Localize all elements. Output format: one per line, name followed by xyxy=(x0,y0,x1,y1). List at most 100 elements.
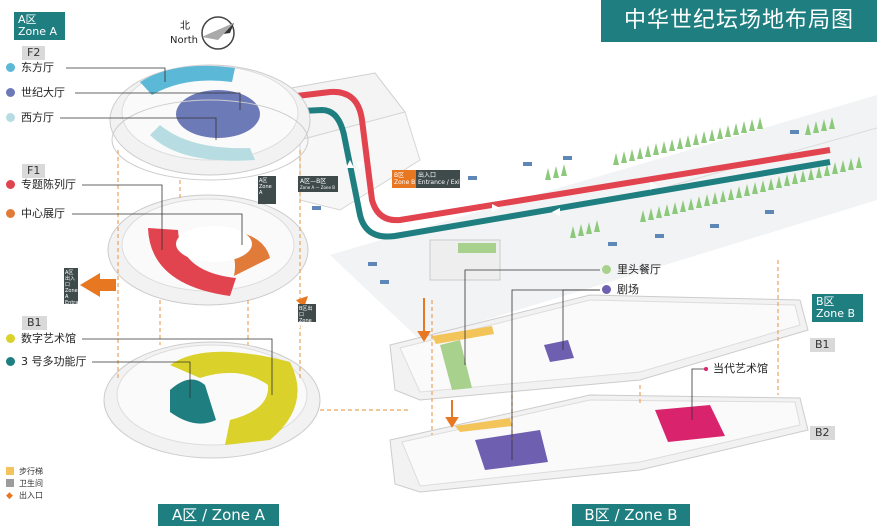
sign-ab-link-text: A区—B区 Zone A — Zone B xyxy=(300,178,335,190)
legend-multi-hall[interactable]: 3 号多功能厅 xyxy=(6,355,87,369)
tree-row-lower xyxy=(570,156,862,238)
legend-east-hall-label: 东方厅 xyxy=(21,61,54,74)
route-teal xyxy=(281,106,831,240)
legend-west-hall[interactable]: 西方厅 xyxy=(6,111,54,125)
key-restroom: 卫生间 xyxy=(6,478,43,490)
map-key: 步行梯 卫生间 ◆ 出入口 xyxy=(6,466,43,502)
key-entrance-label: 出入口 xyxy=(19,491,43,500)
zone-b-lift xyxy=(417,298,459,428)
stairs-b2 xyxy=(455,418,512,432)
digital-art-dot-icon xyxy=(6,334,15,343)
entrance-arrow-icon: ◆ xyxy=(6,491,13,501)
key-stairs-label: 步行梯 xyxy=(19,467,43,476)
sign-b-entrance xyxy=(416,170,460,188)
legend-restaurant-label: 里头餐厅 xyxy=(617,263,661,276)
sign-a-side-text: A区 Zone A xyxy=(259,178,276,196)
sign-b-zone-text: B区 Zone B xyxy=(394,172,415,186)
floor-f2-tag: F2 xyxy=(22,46,46,60)
restroom-square-icon xyxy=(6,479,14,487)
legend-theatre[interactable]: 剧场 xyxy=(602,283,639,297)
exhibition-hall-shape xyxy=(148,228,236,296)
key-restroom-label: 卫生间 xyxy=(19,479,43,488)
car-icons xyxy=(312,130,799,284)
legend-century-hall[interactable]: 世纪大厅 xyxy=(6,86,65,100)
digital-art-shape xyxy=(170,351,298,445)
zone-a-b1-building xyxy=(103,341,321,459)
legend-contemporary-art-label: 当代艺术馆 xyxy=(713,362,768,375)
sign-a-side-cn: A区 xyxy=(259,178,268,184)
compass-icon xyxy=(201,16,235,50)
west-hall-dot-icon xyxy=(6,113,15,122)
sign-b-entrance-en: Entrance / Exit xyxy=(418,179,463,186)
central-hall-dot-icon xyxy=(6,209,15,218)
sign-b-zone-en: Zone B xyxy=(394,179,416,186)
sign-b-zone-cn: B区 xyxy=(394,172,405,179)
zone-a-tag: A区 Zone A xyxy=(14,12,65,40)
compass-label-en: North xyxy=(170,35,198,46)
legend-exhibition-hall[interactable]: 专题陈列厅 xyxy=(6,178,76,192)
zone-a-f2-building xyxy=(109,64,311,181)
sign-b-entrance-text: 出入口 Entrance / Exit xyxy=(418,172,462,186)
legend-exhibition-hall-label: 专题陈列厅 xyxy=(21,178,76,191)
sign-b-entrance-cn: 出入口 xyxy=(418,172,437,179)
zone-a-f1-building xyxy=(107,194,309,306)
zone-a-footer: A区 / Zone A xyxy=(158,504,279,526)
east-hall-shape xyxy=(140,65,235,95)
route-red xyxy=(279,88,831,224)
exhibition-hall-dot-icon xyxy=(6,180,15,189)
sign-b-zone xyxy=(392,170,416,188)
stairs-square-icon xyxy=(6,467,14,475)
century-hall-dot-icon xyxy=(6,88,15,97)
restaurant-dot-icon xyxy=(602,265,611,274)
multi-hall-shape xyxy=(170,379,216,424)
floor-b1-tag: B1 xyxy=(22,316,47,330)
zone-a-tag-en: Zone A xyxy=(18,25,58,38)
east-hall-dot-icon xyxy=(6,63,15,72)
zone-b-footer: B区 / Zone B xyxy=(572,504,690,526)
sign-ab-link-cn: A区—B区 xyxy=(300,178,327,185)
legend-east-hall[interactable]: 东方厅 xyxy=(6,61,54,75)
legend-central-hall[interactable]: 中心展厅 xyxy=(6,207,65,221)
contemporary-art-marker xyxy=(704,367,708,371)
tree-row-top xyxy=(805,117,835,135)
legend-century-hall-label: 世纪大厅 xyxy=(21,86,65,99)
legend-multi-hall-label: 3 号多功能厅 xyxy=(21,355,87,368)
century-hall-shape xyxy=(176,90,260,138)
page-title: 中华世纪坛场地布局图 xyxy=(601,0,877,42)
multi-hall-dot-icon xyxy=(6,357,15,366)
compass-label-cn: 北 xyxy=(180,21,190,32)
legend-contemporary-art[interactable]: 当代艺术馆 xyxy=(713,362,768,376)
legend-digital-art-label: 数字艺术馆 xyxy=(21,332,76,345)
sign-ab-link-en: Zone A — Zone B xyxy=(300,185,335,190)
legend-digital-art[interactable]: 数字艺术馆 xyxy=(6,332,76,346)
legend-restaurant[interactable]: 里头餐厅 xyxy=(602,263,661,277)
theatre-dot-icon xyxy=(602,285,611,294)
tree-row-upper xyxy=(545,117,763,180)
theatre-b2-shape xyxy=(475,430,548,470)
sign-a-entrance-text: A区出入口 Zone A Entrance / Exit xyxy=(65,270,88,312)
sign-a-entrance-en: Zone A Entrance / Exit xyxy=(65,288,88,312)
contemporary-art-shape xyxy=(655,405,725,442)
zone-b-floor-b1-tag: B1 xyxy=(810,338,835,352)
restaurant-shape xyxy=(440,340,472,390)
zone-b-b1-building xyxy=(389,294,809,401)
west-hall-shape xyxy=(150,125,255,161)
stairs-b1 xyxy=(432,326,494,344)
sign-b-exit xyxy=(298,304,316,322)
zone-b-tag-cn: B区 xyxy=(816,295,835,308)
sign-b-exit-en: Zone B Exit xyxy=(299,318,314,330)
zone-b-tag-en: Zone B xyxy=(816,307,856,320)
legend-central-hall-label: 中心展厅 xyxy=(21,207,65,220)
sign-ab-link xyxy=(298,176,338,192)
legend-west-hall-label: 西方厅 xyxy=(21,111,54,124)
zone-b-tag: B区 Zone B xyxy=(812,294,863,322)
sign-a-entrance xyxy=(64,268,78,304)
zone-b-b2-building xyxy=(389,394,809,493)
theatre-b1-shape xyxy=(544,340,574,362)
key-entrance: ◆ 出入口 xyxy=(6,490,43,502)
floor-f1-tag: F1 xyxy=(22,164,46,178)
route-arrows xyxy=(346,160,658,216)
sign-a-side-en: Zone A xyxy=(259,184,272,196)
sign-a-side xyxy=(258,176,276,204)
